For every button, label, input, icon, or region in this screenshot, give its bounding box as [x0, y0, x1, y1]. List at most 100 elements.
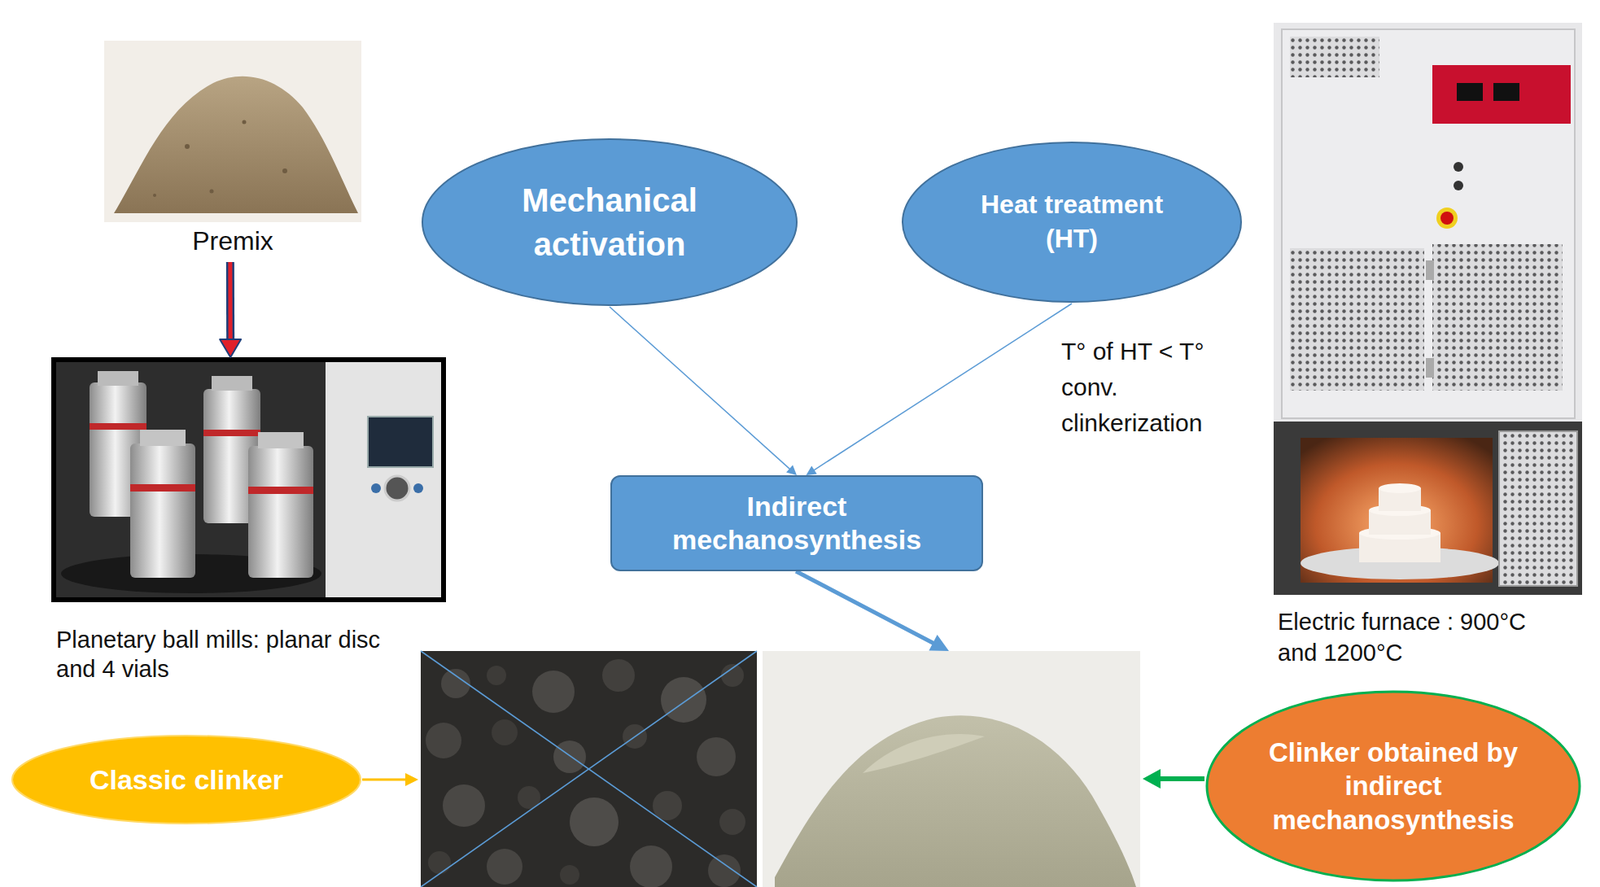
ball-mill-photo-part [203, 429, 261, 437]
node-label: Classic clinker [89, 763, 284, 797]
clinker-photo-part [569, 797, 619, 847]
ball-mill-photo-part [371, 483, 381, 494]
ball-mill-photo-part [413, 483, 424, 494]
ball-mill-photo-part [130, 443, 196, 578]
result-ellipse: Clinker obtained by indirect mechanosynt… [1204, 689, 1583, 884]
photo-caption: Electric furnace : 900°C and 1200°C [1277, 607, 1571, 669]
premix-photo-part [113, 76, 359, 214]
ball-mill-node: Planetary ball mills: planar disc and 4 … [51, 357, 446, 677]
furnace-photo-part [1281, 29, 1575, 419]
arrow-head [786, 465, 797, 476]
connector-line [609, 306, 792, 471]
photo-caption: Planetary ball mills: planar disc and 4 … [56, 625, 390, 685]
node-label: Indirect mechanosynthesis [650, 489, 944, 557]
note-label: T° of HT < T° conv. clinkerization [1061, 333, 1237, 442]
furnace-photo-part [1289, 36, 1380, 78]
premix-photo-part [153, 193, 157, 197]
powder-photo [762, 651, 1141, 887]
clinker-photo-part [420, 651, 757, 887]
ball-mill-photo-part [248, 445, 314, 578]
ball-mill-photo-part [56, 362, 442, 598]
ball-mill-photo-part [248, 486, 314, 494]
clinker-photo-part [629, 845, 673, 887]
furnace-photo-part [1432, 65, 1571, 124]
ball-mill-photo [51, 357, 446, 603]
furnace-photo-part [1453, 161, 1464, 172]
obtained-arrow-part [1158, 776, 1205, 782]
clinker-photo-part [660, 677, 707, 723]
premix-node: Premix [104, 40, 362, 263]
classic-arrow-part [405, 773, 419, 787]
result-ellipse: Classic clinker [10, 734, 363, 826]
connector-arrow [219, 262, 241, 358]
ball-mill-photo-part [89, 423, 147, 430]
ball-mill-photo-part [257, 432, 304, 449]
ball-mill-photo-part [130, 484, 196, 492]
premix-photo-part [282, 168, 288, 174]
clinker-photo-part [532, 670, 575, 713]
obtained-arrow-part [1142, 769, 1161, 789]
connector-line [813, 303, 1072, 472]
furnace-photo-part [1440, 211, 1454, 225]
result-arrow-part [795, 571, 936, 645]
node-label: Clinker obtained by indirect mechanosynt… [1238, 735, 1548, 837]
result-ellipse-shape [1206, 691, 1580, 881]
furnace-photo-part [1425, 260, 1434, 280]
furnace-photo-part [1425, 358, 1434, 378]
clinker-photo-part [696, 737, 736, 777]
clinker-photo-part [420, 651, 757, 887]
process-ellipse-shape [902, 142, 1242, 302]
result-arrow [795, 571, 949, 652]
furnace-photo-part [1289, 248, 1425, 391]
clinker-photo-part [486, 848, 523, 885]
premix-photo [104, 40, 362, 223]
clinker-photo-part [442, 784, 486, 827]
clinker-photo-part [486, 665, 507, 686]
furnace-photo-part [1432, 244, 1563, 391]
process-ellipse-shape [422, 139, 797, 306]
ball-mill-photo-part [367, 416, 433, 468]
process-box: Indirect mechanosynthesis [610, 475, 984, 572]
furnace-photo-part [1273, 421, 1583, 595]
clinker-photo-part [425, 722, 462, 759]
classic-arrow [362, 773, 419, 787]
furnace-photo-part [1436, 207, 1458, 229]
furnace-node: Electric furnace : 900°C and 1200°C [1273, 22, 1583, 682]
clinker-photo-part [602, 659, 635, 692]
ball-mill-photo-part [211, 375, 253, 391]
furnace-photo-part [1378, 483, 1421, 494]
furnace-photo-part [1499, 431, 1578, 586]
node-label: Mechanical activation [475, 178, 744, 267]
result-ellipse-shape [12, 735, 361, 824]
ball-mill-photo-part [325, 362, 442, 598]
arrow-head [219, 339, 241, 358]
furnace-photo-part [1453, 180, 1464, 191]
classic-arrow-part [362, 778, 407, 782]
process-ellipse: Heat treatment (HT) [900, 140, 1243, 304]
arrow-head [805, 465, 817, 476]
result-arrow-part [928, 634, 949, 652]
premix-photo-part [104, 40, 362, 223]
process-ellipse: Mechanical activation [420, 137, 799, 307]
node-label: Heat treatment (HT) [977, 187, 1167, 256]
ball-mill-photo-part [384, 476, 410, 501]
clinker-photo-part [719, 808, 746, 835]
ball-mill-photo-part [139, 429, 186, 446]
clinker-photo-part [553, 740, 586, 774]
premix-photo-part [209, 189, 215, 194]
clinker-photo-part [559, 865, 580, 885]
clinker-photo-part [420, 651, 757, 887]
clinker-photo-part [428, 851, 451, 875]
ball-mill-photo-part [51, 357, 446, 603]
furnace-photo [1273, 22, 1583, 595]
powder-photo-part [862, 734, 985, 774]
clinker-photo-part [708, 854, 741, 887]
furnace-photo-part [1456, 83, 1483, 101]
clinker-photo [420, 651, 757, 887]
connector-arrow [805, 303, 1072, 476]
clinker-photo-part [652, 791, 682, 821]
furnace-photo-part [1493, 83, 1520, 101]
connector-arrow [609, 306, 797, 476]
